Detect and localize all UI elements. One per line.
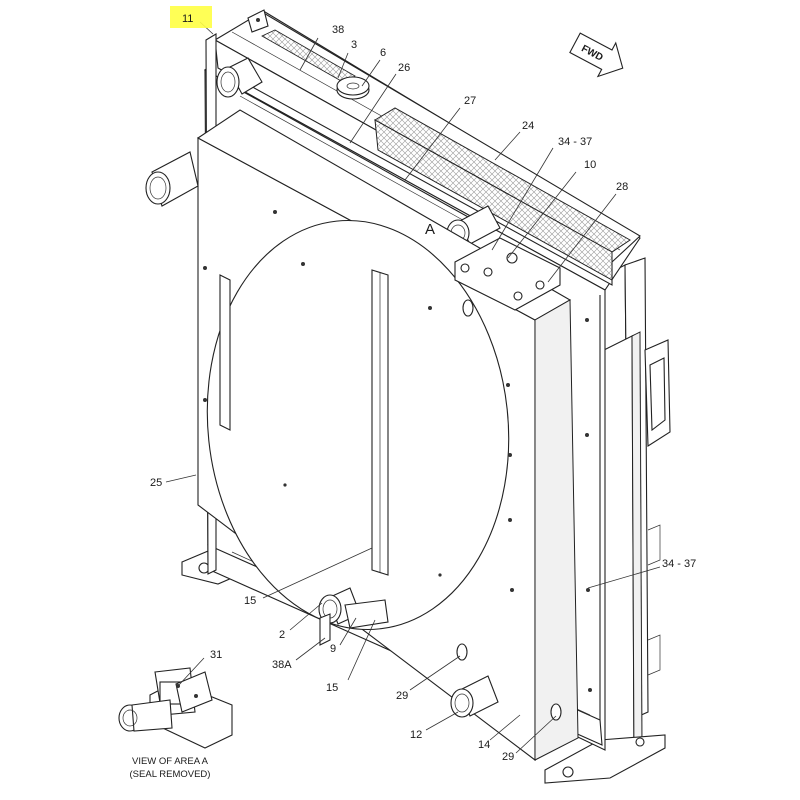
callout-labels: 38 3 6 26 27 24 34 - 37 10 28 A 25 34 - … [150,24,696,763]
callout-38a[interactable]: 38A [272,659,292,671]
callout-27[interactable]: 27 [464,95,476,107]
callout-24[interactable]: 24 [522,120,534,132]
callout-31[interactable]: 31 [210,649,222,661]
inset-caption-line2: (SEAL REMOVED) [130,769,211,780]
inset-view-area-a [118,667,233,749]
callout-9[interactable]: 9 [330,643,336,655]
area-a-label: A [425,221,435,238]
callout-28[interactable]: 28 [616,181,628,193]
leader-lines [165,21,661,754]
callout-29-bottom[interactable]: 29 [502,751,514,763]
inset-caption-line1: VIEW OF AREA A [132,756,209,767]
callout-14[interactable]: 14 [478,739,490,751]
callout-38[interactable]: 38 [332,24,344,36]
top-tank [213,11,641,286]
callout-10[interactable]: 10 [584,159,596,171]
radiator-cap [336,76,370,100]
callout-34-37-top[interactable]: 34 - 37 [558,136,592,148]
callout-34-37-right[interactable]: 34 - 37 [662,558,696,570]
callout-29-mid[interactable]: 29 [396,690,408,702]
upper-inlet-pipe [216,57,263,98]
highlighted-callout-11[interactable]: 11 [170,6,212,28]
callout-15-left[interactable]: 15 [244,595,256,607]
fwd-direction-arrow: FWD [569,32,624,78]
top-mounting-plate [454,237,561,311]
fan-shroud [196,109,592,762]
left-side-pipe [145,151,199,207]
callout-26[interactable]: 26 [398,62,410,74]
callout-15-bottom[interactable]: 15 [326,682,338,694]
callout-25[interactable]: 25 [150,477,162,489]
lower-outlet-pipe [318,587,389,646]
callout-3[interactable]: 3 [351,39,357,51]
callout-11: 11 [182,13,193,25]
callout-highlight [170,6,212,28]
bottom-right-pipe [450,675,499,718]
inset-caption: VIEW OF AREA A (SEAL REMOVED) [130,756,211,780]
callout-12[interactable]: 12 [410,729,422,741]
callout-2[interactable]: 2 [279,629,285,641]
callout-6[interactable]: 6 [380,47,386,59]
